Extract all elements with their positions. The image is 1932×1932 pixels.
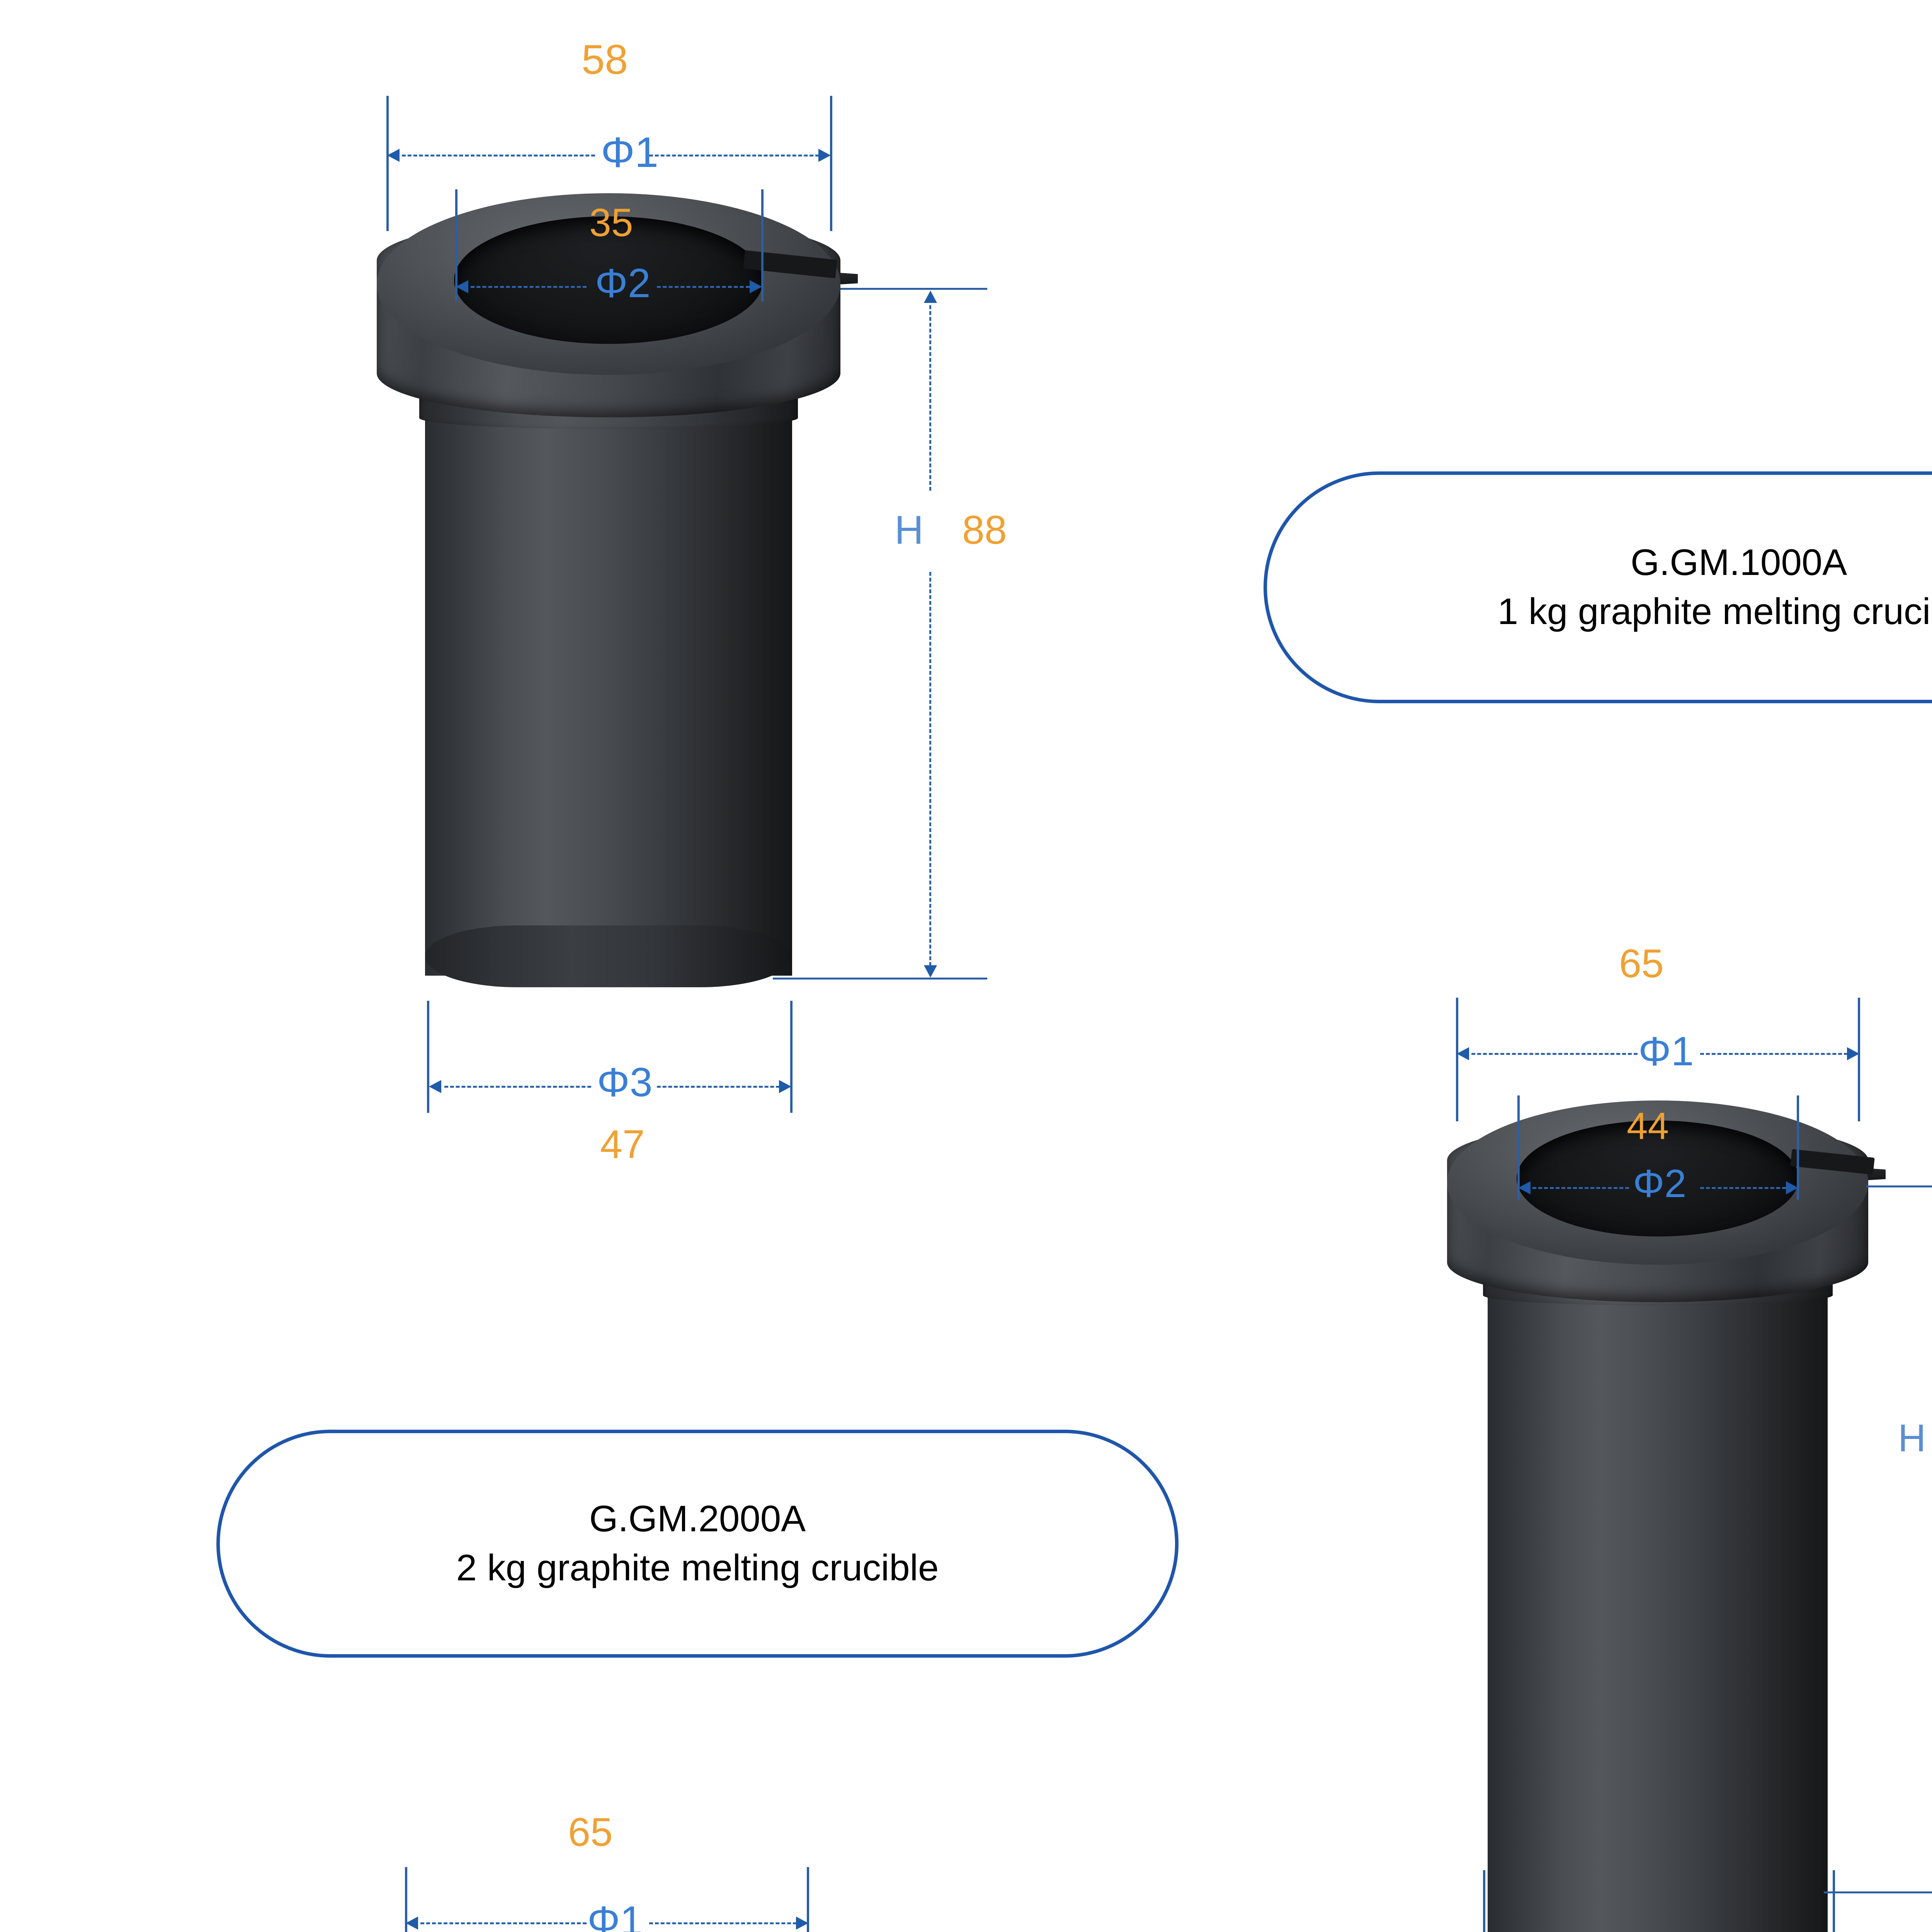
dim-h-ext-bottom-2000a: [1824, 1891, 1932, 1893]
crucible-figure-2000a: 65 Φ1 44 Φ2 H 110 Φ3 57: [1314, 927, 1932, 1932]
dim-phi1-line-left-1000a: [402, 155, 595, 156]
dim-phi3-arrow-right-1000a: [779, 1080, 791, 1093]
dim-phi2-symbol-2000a: Φ2: [1633, 1162, 1687, 1206]
crucible-figure-1000a: 58 Φ1 35 Φ2 H 88 Φ3 47: [0, 0, 1121, 1236]
dim-h-symbol-2000a: H: [1898, 1417, 1926, 1460]
crucible-body: [1488, 1287, 1828, 1932]
dim-phi3-line-right-1000a: [657, 1086, 780, 1088]
dim-phi3-symbol-1000a: Φ3: [597, 1060, 653, 1105]
product-description-2000a: 2 kg graphite melting crucible: [456, 1547, 939, 1588]
dim-phi1-arrow-left-2000a: [1457, 1047, 1469, 1060]
dim-h-arrow-top-1000a: [924, 291, 937, 303]
dim-h-symbol-1000a: H: [895, 508, 924, 553]
dim-phi1-ext-left-2500a: [405, 1867, 407, 1932]
dim-h-value-1000a: 88: [962, 508, 1007, 553]
dim-phi1-line-left-2500a: [420, 1922, 587, 1924]
dim-phi1-value-1000a: 58: [582, 36, 628, 83]
crucible-figure-2500a: 65 Φ1 44 Φ2 H 126 Φ3 57: [270, 1758, 1275, 1932]
dim-phi1-symbol-2000a: Φ1: [1638, 1029, 1694, 1074]
dim-phi2-arrow-right-2000a: [1786, 1181, 1798, 1194]
dim-phi3-ext-right-2000a: [1833, 1870, 1835, 1932]
product-code-2000a: G.GM.2000A: [589, 1498, 806, 1540]
dim-phi2-arrow-left-2000a: [1518, 1181, 1531, 1194]
dim-phi2-arrow-right-1000a: [750, 280, 762, 293]
dim-phi3-arrow-left-1000a: [429, 1080, 441, 1093]
dim-phi3-ext-left-1000a: [427, 1001, 429, 1113]
dim-phi2-arrow-left-1000a: [456, 280, 468, 293]
dim-phi1-ext-right-1000a: [830, 96, 832, 231]
dim-phi1-value-2500a: 65: [568, 1810, 613, 1855]
dim-phi1-line-right-2000a: [1700, 1053, 1848, 1055]
dim-phi2-ext-right-2000a: [1797, 1095, 1799, 1200]
product-description-1000a: 1 kg graphite melting crucible: [1497, 591, 1932, 632]
dim-phi1-line-left-2000a: [1471, 1053, 1638, 1055]
dim-phi1-ext-left-1000a: [386, 96, 389, 231]
dim-phi2-value-2000a: 44: [1627, 1105, 1669, 1147]
crucible-bore: [1517, 1121, 1799, 1236]
dim-phi1-symbol-2500a: Φ1: [587, 1898, 643, 1932]
dim-phi2-ext-left-1000a: [455, 189, 457, 301]
dim-phi2-ext-right-1000a: [761, 189, 764, 301]
product-badge-2000a[interactable]: G.GM.2000A 2 kg graphite melting crucibl…: [216, 1430, 1179, 1658]
crucible-bottom: [425, 925, 792, 987]
dim-phi1-ext-right-2500a: [807, 1867, 809, 1932]
crucible-bore: [454, 216, 763, 344]
product-badge-1000a[interactable]: G.GM.1000A 1 kg graphite melting crucibl…: [1264, 471, 1932, 703]
dim-h-line-upper-1000a: [929, 305, 931, 491]
dim-phi1-line-right-1000a: [649, 155, 819, 156]
dim-phi3-value-1000a: 47: [600, 1122, 645, 1167]
crucible-body: [425, 410, 792, 976]
dim-h-arrow-bottom-1000a: [924, 965, 937, 978]
dim-phi1-arrow-left-2500a: [406, 1917, 418, 1930]
dim-h-line-lower-1000a: [929, 572, 931, 966]
dim-phi2-ext-left-2000a: [1517, 1095, 1520, 1200]
dim-h-ext-top-2000a: [1866, 1185, 1932, 1187]
dim-phi1-symbol-1000a: Φ1: [601, 129, 658, 176]
dim-phi3-ext-left-2000a: [1483, 1870, 1485, 1932]
dim-phi3-ext-right-1000a: [790, 1001, 793, 1113]
dim-phi2-line-right-1000a: [657, 286, 750, 288]
dim-phi3-line-left-1000a: [444, 1086, 591, 1088]
dim-h-ext-bottom-1000a: [773, 978, 987, 980]
product-code-1000a: G.GM.1000A: [1630, 542, 1847, 583]
dim-phi2-symbol-1000a: Φ2: [595, 260, 651, 306]
dim-phi1-arrow-right-2500a: [796, 1917, 808, 1930]
dim-phi1-line-right-2500a: [649, 1922, 797, 1924]
dim-phi1-arrow-right-2000a: [1847, 1047, 1859, 1060]
dim-phi1-value-2000a: 65: [1619, 941, 1664, 986]
dim-phi2-value-1000a: 35: [589, 201, 633, 245]
dim-phi2-line-left-1000a: [471, 286, 587, 288]
dim-h-ext-top-1000a: [840, 288, 987, 290]
dim-phi1-arrow-left-1000a: [387, 149, 400, 162]
dim-phi1-arrow-right-1000a: [818, 149, 831, 162]
dim-phi2-line-right-2000a: [1700, 1187, 1786, 1189]
dim-phi2-line-left-2000a: [1532, 1187, 1629, 1189]
dim-phi3-symbol-2000a: Φ3: [1638, 1927, 1691, 1932]
